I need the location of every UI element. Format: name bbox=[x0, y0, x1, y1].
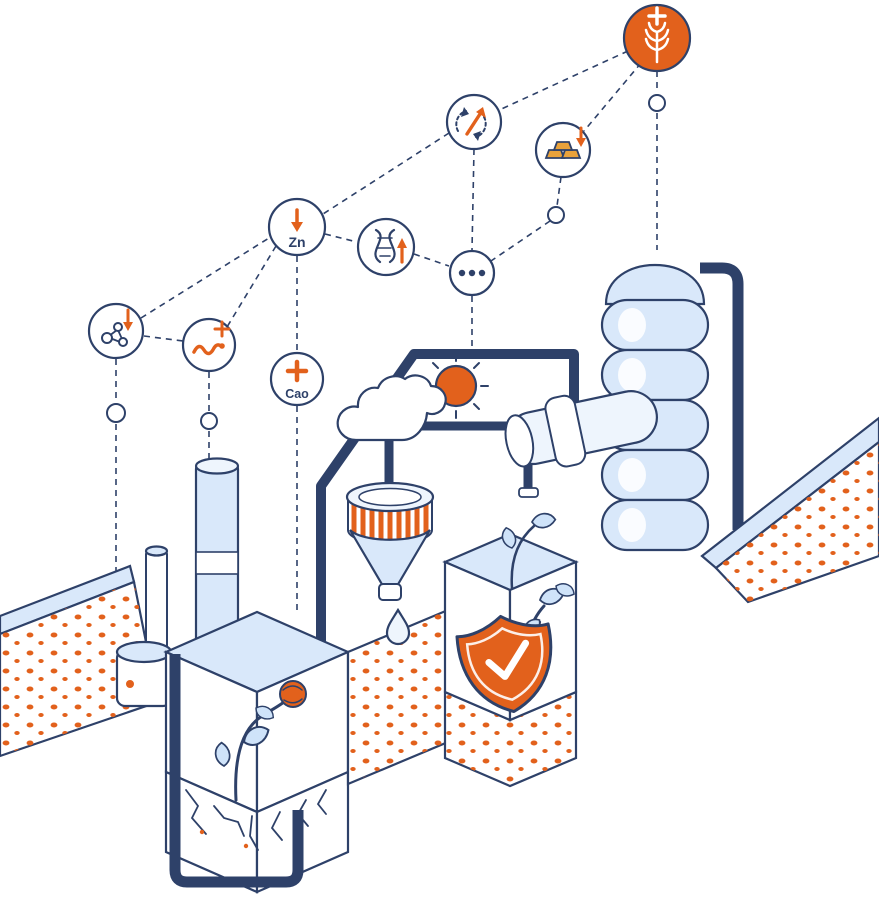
wilted-plant-icon bbox=[211, 680, 307, 802]
cycle-up-arrow-icon bbox=[455, 107, 487, 141]
dna-up-arrow-icon bbox=[374, 228, 407, 264]
node-minerals bbox=[534, 121, 592, 179]
connector-dots bbox=[106, 94, 666, 430]
shield-check-icon bbox=[455, 614, 553, 714]
worm-plus-icon bbox=[192, 320, 231, 356]
node-nutrient-cycle bbox=[445, 93, 503, 151]
plant-soil-block bbox=[443, 690, 578, 788]
node-calcium: Cao bbox=[269, 351, 325, 407]
node-worm bbox=[181, 317, 237, 373]
node-zinc: Zn bbox=[267, 197, 327, 257]
cloud-icon bbox=[336, 374, 447, 442]
zinc-down-arrow-icon bbox=[291, 208, 303, 232]
factory-icon bbox=[163, 610, 351, 814]
storage-silo-icon bbox=[600, 264, 710, 552]
ground-pipe bbox=[169, 654, 304, 888]
zinc-label: Zn bbox=[288, 234, 305, 250]
wheat-plus-icon bbox=[644, 6, 670, 64]
node-crop-increase bbox=[622, 3, 692, 73]
silo-pipe bbox=[700, 262, 744, 530]
funnel-icon bbox=[345, 481, 435, 646]
soil-particles-icon bbox=[348, 610, 448, 784]
calcium-plus-icon bbox=[285, 359, 309, 383]
right-soil-berm bbox=[700, 416, 879, 604]
molecule-down-arrow-icon bbox=[101, 308, 133, 347]
calcium-label: Cao bbox=[285, 387, 309, 401]
overhead-pipe bbox=[316, 349, 579, 652]
water-drop-icon bbox=[385, 607, 411, 646]
left-soil-berm bbox=[0, 564, 160, 758]
chimney-icon bbox=[194, 457, 240, 646]
pipe-outlet-flange bbox=[518, 487, 539, 498]
connection-lines bbox=[115, 50, 658, 612]
mineral-bars-down-arrow-icon bbox=[544, 126, 586, 159]
ellipsis-icon bbox=[458, 269, 486, 277]
soil-particles-icon bbox=[716, 442, 879, 602]
small-chimney-icon bbox=[115, 545, 173, 708]
center-soil-block bbox=[346, 608, 450, 786]
node-more bbox=[448, 249, 496, 297]
horizontal-tank-icon bbox=[504, 390, 658, 468]
node-dna bbox=[356, 217, 416, 277]
soil-particles-icon bbox=[445, 692, 576, 786]
node-molecule bbox=[87, 302, 145, 360]
soil-particles-icon bbox=[0, 582, 158, 756]
